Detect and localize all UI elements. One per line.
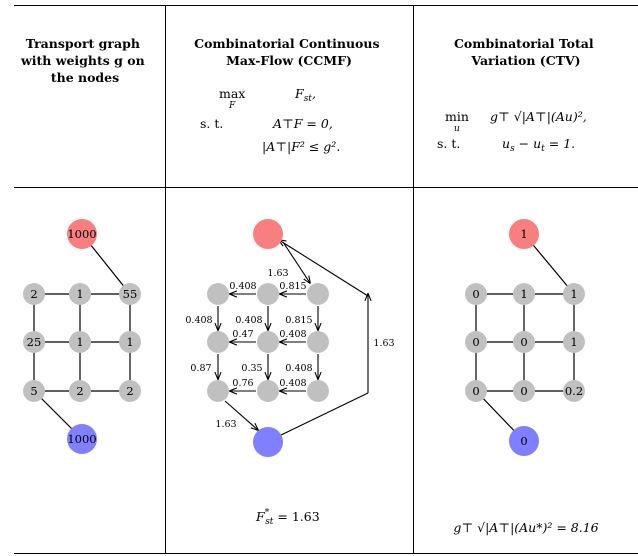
edge-label: 0.408 [279, 378, 306, 389]
svg-text:2: 2 [76, 384, 83, 398]
node-source [253, 219, 283, 249]
edge-label: 1.63 [215, 419, 236, 430]
edge-label: 0.408 [185, 315, 212, 326]
header-ccmf: Combinatorial Continuous Max-Flow (CCMF) [194, 36, 384, 68]
edge-label: 0.35 [241, 363, 262, 374]
svg-text:2: 2 [30, 287, 37, 301]
ctv-objective: g⊤ √|A⊤|(Au)², [490, 109, 587, 124]
edge-label: 0.815 [285, 315, 312, 326]
ctv-result: g⊤ √|A⊤|(Au*)² = 8.16 [453, 520, 598, 535]
svg-text:5: 5 [30, 384, 37, 398]
grid-node-r2c2: 2 [119, 380, 141, 402]
grid-node-r0c1: 1 [513, 283, 535, 305]
ccmf-result: F*st = 1.63 [255, 508, 320, 527]
ccmf-constraint-1: A⊤F = 0, [272, 116, 333, 131]
grid-node-r1c0: 25 [23, 331, 45, 353]
node-source: 1 [509, 219, 539, 249]
node-sink: 0 [509, 426, 539, 456]
ctv-var: u [454, 124, 460, 134]
node-sink: 1000 [67, 424, 97, 454]
graph-ccmf-flow: 1.63 0.408 0.815 0.408 0.408 0.815 0.47 … [185, 219, 395, 527]
edge-label: 0.76 [232, 378, 253, 389]
grid-node-r1c2: 1 [119, 331, 141, 353]
ctv-formulation: min u g⊤ √|A⊤|(Au)², s. t. us − ut = 1. [437, 109, 587, 154]
graph-transport: 1000 1000 2 1 55 25 1 1 5 2 2 [23, 219, 141, 454]
svg-text:0: 0 [520, 384, 527, 398]
svg-text:0: 0 [520, 434, 527, 448]
edge-sink-to-side [278, 392, 369, 437]
svg-text:1000: 1000 [67, 432, 96, 446]
ccmf-max: max [219, 86, 245, 101]
grid-node-r1c0: 0 [465, 331, 487, 353]
edge-label: 1.63 [373, 338, 394, 349]
svg-text:2: 2 [126, 384, 133, 398]
edge-label: 0.408 [229, 281, 256, 292]
svg-text:1: 1 [520, 227, 527, 241]
table-grid [14, 5, 638, 554]
edge-label: 0.408 [279, 329, 306, 340]
edge-label: 0.47 [232, 329, 253, 340]
edge-label: 0.408 [235, 315, 262, 326]
grid-node-r1c1: 0 [513, 331, 535, 353]
edge-label: 0.408 [285, 363, 312, 374]
svg-text:1: 1 [520, 287, 527, 301]
svg-text:0: 0 [472, 384, 479, 398]
edge-label: 0.815 [279, 281, 306, 292]
grid-node-r0c1: 1 [69, 283, 91, 305]
svg-text:0: 0 [472, 287, 479, 301]
grid-node-r2c1: 0 [513, 380, 535, 402]
ccmf-constraint-2: |A⊤|F² ≤ g². [262, 139, 340, 154]
svg-text:1: 1 [570, 287, 577, 301]
ctv-constraint: us − ut = 1. [502, 136, 575, 154]
ccmf-formulation: max F Fst, s. t. A⊤F = 0, |A⊤|F² ≤ g². [200, 86, 340, 154]
edge-return-to-source [279, 240, 369, 297]
grid-node-r0c0: 2 [23, 283, 45, 305]
grid-node-r1c2: 1 [563, 331, 585, 353]
node-source: 1000 [67, 219, 97, 249]
svg-text:1000: 1000 [67, 227, 96, 241]
svg-text:0: 0 [472, 335, 479, 349]
ccmf-objective: Fst, [294, 86, 316, 104]
svg-text:1: 1 [76, 335, 83, 349]
grid-node-r2c2: 0.2 [563, 380, 585, 402]
edge-label: 0.87 [190, 363, 211, 374]
edge-source-to-r0c2 [282, 241, 310, 283]
header-ctv: Combinatorial Total Variation (CTV) [454, 36, 598, 68]
ctv-st: s. t. [437, 136, 460, 151]
svg-text:1: 1 [76, 287, 83, 301]
grid-node-r2c0: 0 [465, 380, 487, 402]
edge-label: 1.63 [267, 268, 288, 279]
svg-text:1: 1 [126, 335, 133, 349]
graph-ctv: 1 0 0 1 1 0 0 1 0 0 0.2 g⊤ √|A⊤|(Au*)² =… [453, 219, 599, 535]
grid-nodes [207, 283, 329, 402]
svg-text:0: 0 [520, 335, 527, 349]
grid-node-r0c2: 55 [119, 283, 141, 305]
grid-node-r2c0: 5 [23, 380, 45, 402]
ctv-min: min [445, 109, 469, 124]
ccmf-var: F [228, 101, 236, 111]
svg-text:55: 55 [123, 287, 138, 301]
svg-text:1: 1 [570, 335, 577, 349]
node-sink [253, 427, 283, 457]
grid-node-r2c1: 2 [69, 380, 91, 402]
svg-text:0.2: 0.2 [565, 384, 583, 398]
svg-text:25: 25 [27, 335, 42, 349]
ccmf-st: s. t. [200, 116, 223, 131]
grid-node-r0c2: 1 [563, 283, 585, 305]
grid-node-r0c0: 0 [465, 283, 487, 305]
grid-node-r1c1: 1 [69, 331, 91, 353]
header-transport-graph: Transport graph with weights g on the no… [20, 36, 149, 85]
